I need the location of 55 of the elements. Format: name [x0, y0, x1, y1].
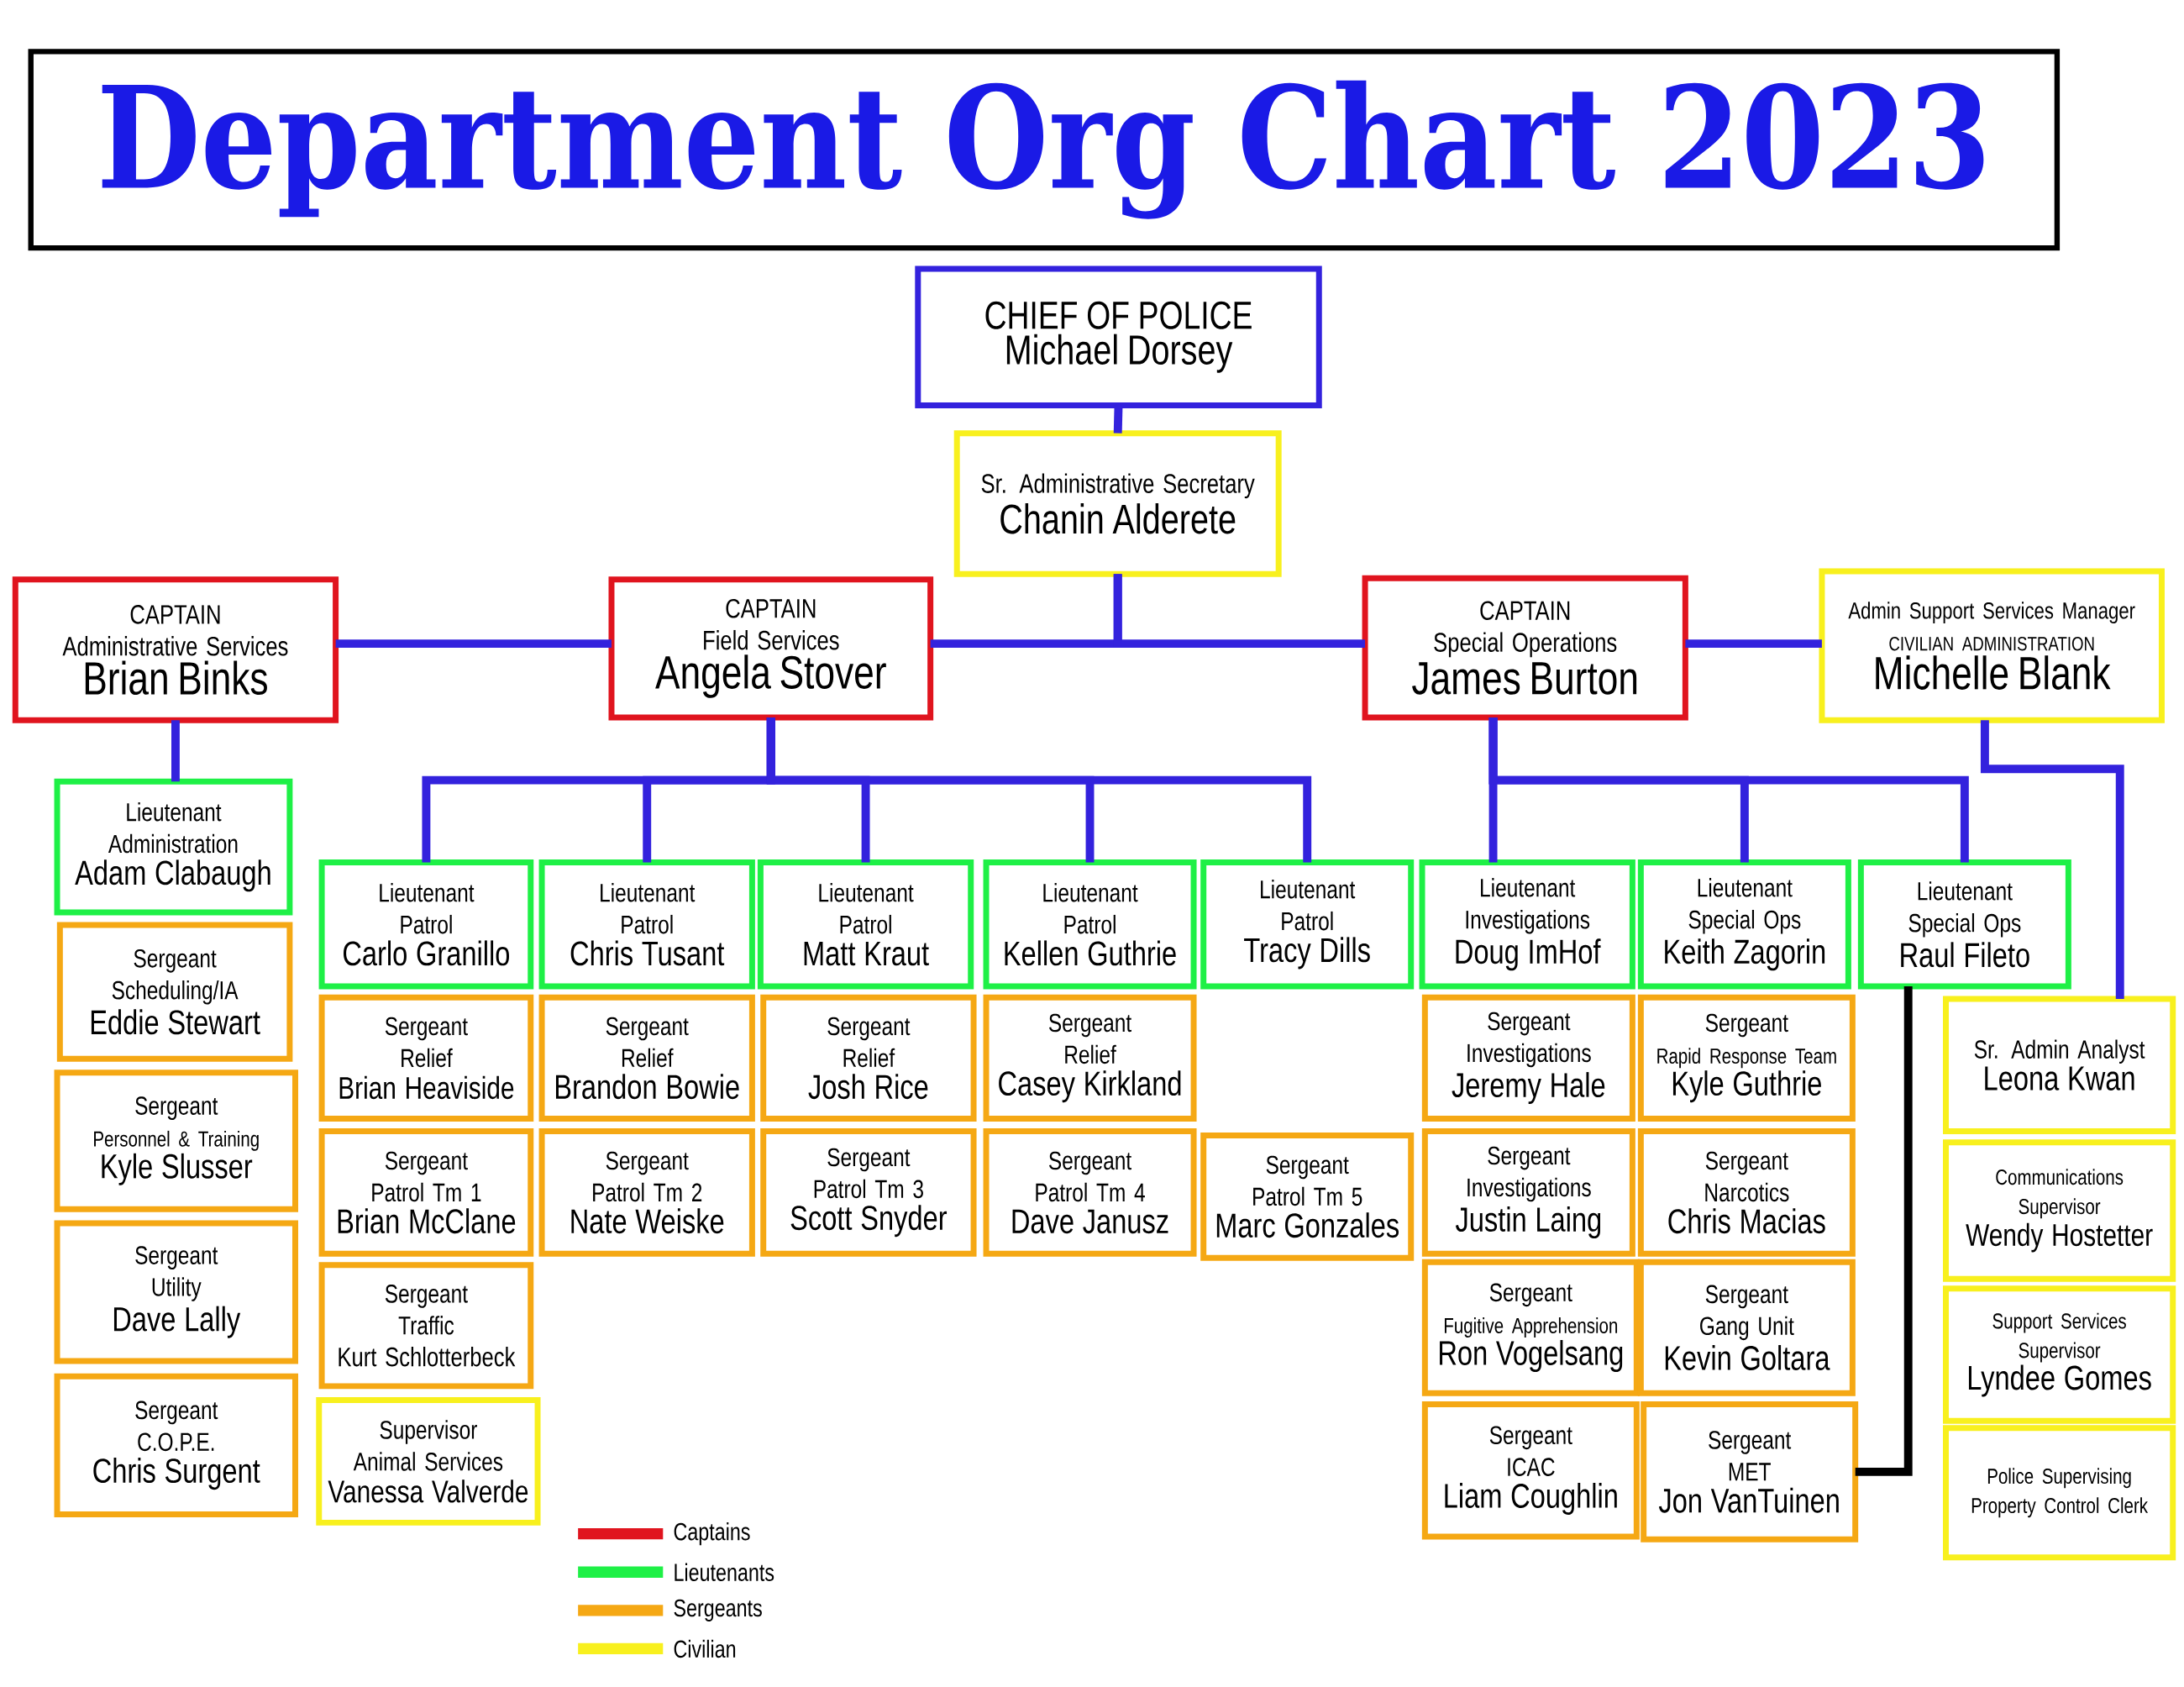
position-box: Sergeant Traffic Kurt Schlotterbeck	[318, 1262, 534, 1390]
position-box: Sergeant Relief Josh Rice	[760, 994, 977, 1122]
position-box: Sergeant Gang Unit Kevin Goltara	[1637, 1259, 1856, 1396]
position-box: Sergeant C.O.P.E. Chris Surgent	[54, 1373, 298, 1517]
position-box: Lieutenant Investigations Doug ImHof	[1419, 859, 1635, 990]
position-box: Communications Supervisor Wendy Hostetter	[1943, 1139, 2176, 1282]
connector-line	[335, 639, 612, 649]
position-box: Sergeant Scheduling/IA Eddie Stewart	[56, 922, 293, 1062]
position-box: Sergeant Personnel & Training Kyle Slusser	[54, 1069, 298, 1212]
legend-label: Captains	[674, 1522, 750, 1546]
legend-label: Civilian	[674, 1639, 736, 1658]
position-box: Sergeant Utility Dave Lally	[54, 1220, 298, 1364]
position-box: Lieutenant Patrol Matt Kraut	[757, 859, 974, 990]
staff-box: Sr. Administrative Secretary Chanin Alderete	[953, 430, 1282, 577]
position-box: Lieutenant Patrol Chris Tusant	[538, 859, 755, 990]
connector-line	[1685, 639, 1822, 649]
connector-line	[1113, 574, 1365, 649]
connector-line	[1980, 720, 2124, 999]
legend-label: Lieutenants	[675, 1563, 774, 1581]
manager-box: Admin Support Services Manager CIVILIAN ADMINISTRATION Michelle Blank	[1819, 568, 2165, 723]
position-box: Sergeant Patrol Tm 4 Dave Janusz	[983, 1127, 1197, 1257]
position-box: Sergeant MET Jon VanTuinen	[1641, 1401, 1859, 1542]
position-box: Sergeant ICAC Liam Coughlin	[1421, 1401, 1640, 1540]
position-box: Lieutenant Patrol Tracy Dills	[1200, 859, 1415, 990]
position-box: Lieutenant Administration Adam Clabaugh	[54, 778, 293, 916]
connector-line	[1488, 717, 1969, 863]
position-box: Sergeant Relief Brandon Bowie	[538, 994, 755, 1122]
captain-box: CAPTAIN Administrative Services Brian Binks	[12, 576, 339, 723]
position-box: Sr. Admin Analyst Leona Kwan	[1943, 996, 2176, 1134]
position-box: Sergeant Rapid Response Team Kyle Guthrie	[1637, 994, 1856, 1122]
position-box: Sergeant Investigations Jeremy Hale	[1421, 994, 1635, 1122]
position-box: Sergeant Patrol Tm 5 Marc Gonzales	[1200, 1132, 1415, 1261]
captain-box: CAPTAIN Special Operations James Burton	[1362, 575, 1688, 721]
title-banner: Department Org Chart 2023	[28, 49, 2061, 251]
chief-box: CHIEF OF POLICE Michael Dorsey	[915, 265, 1322, 408]
captain-box: CAPTAIN Field Services Angela Stover	[608, 576, 934, 721]
position-box: Lieutenant Patrol Carlo Granillo	[318, 859, 534, 990]
position-box: Sergeant Relief Brian Heaviside	[318, 994, 534, 1122]
position-box: Sergeant Patrol Tm 3 Scott Snyder	[760, 1127, 977, 1257]
position-box: Sergeant Narcotics Chris Macias	[1637, 1127, 1856, 1257]
position-box: Sergeant Relief Casey Kirkland	[983, 994, 1197, 1122]
position-box: Lieutenant Special Ops Raul Fileto	[1857, 859, 2071, 990]
connector-line	[766, 717, 1312, 863]
position-box: Lieutenant Patrol Kellen Guthrie	[983, 859, 1197, 990]
position-box: Police Supervising Property Control Clerk	[1943, 1425, 2176, 1561]
position-box: Sergeant Patrol Tm 2 Nate Weiske	[538, 1127, 755, 1257]
position-box: Sergeant Fugitive Apprehension Ron Vogelsang	[1421, 1259, 1640, 1396]
legend-label: Sergeants	[674, 1599, 762, 1621]
position-box: Lieutenant Special Ops Keith Zagorin	[1637, 859, 1851, 990]
connector-line	[171, 720, 180, 782]
position-box: Support Services Supervisor Lyndee Gomes	[1943, 1285, 2176, 1424]
connector-line	[1855, 986, 1913, 1476]
position-box: Sergeant Investigations Justin Laing	[1421, 1127, 1635, 1257]
position-box: Sergeant Patrol Tm 1 Brian McClane	[318, 1127, 534, 1257]
position-box: Supervisor Animal Services Vanessa Valverde	[316, 1396, 541, 1526]
